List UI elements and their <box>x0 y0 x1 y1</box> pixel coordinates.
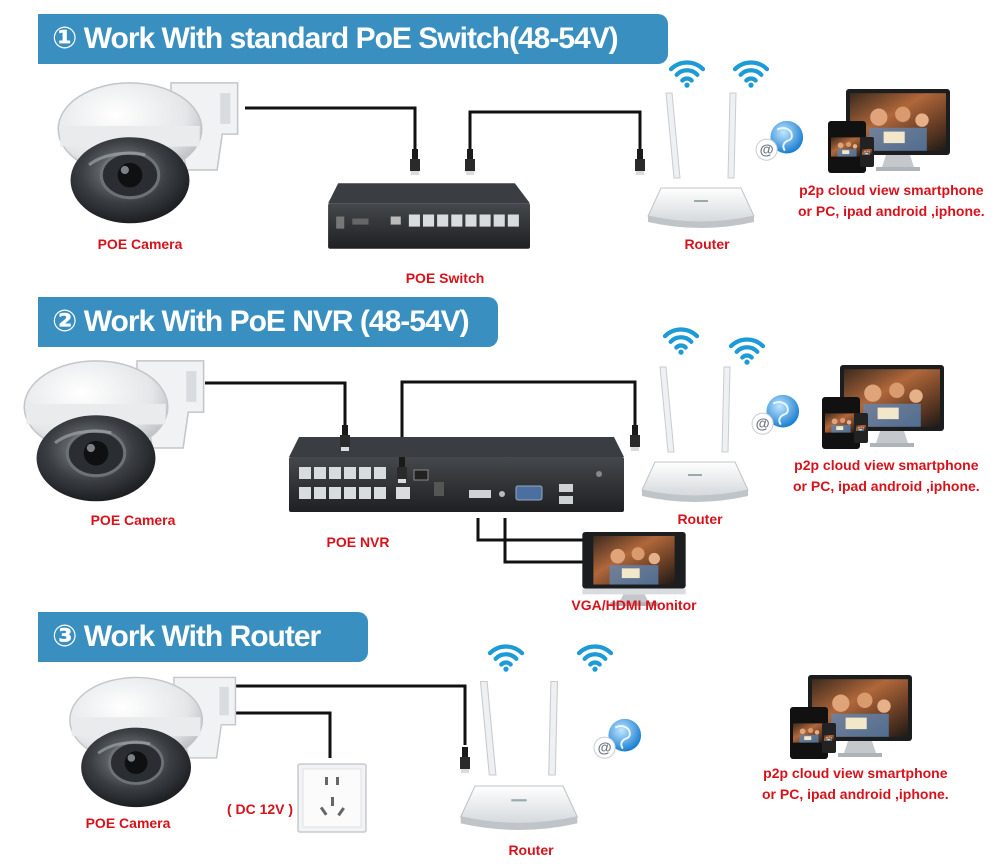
device-label: POE Switch <box>405 270 485 286</box>
section-1-title: ① Work With standard PoE Switch(48-54V) <box>38 14 668 64</box>
p2p-caption: p2p cloud view smartphone or PC, ipad an… <box>762 763 949 805</box>
router-label: Router <box>508 842 554 858</box>
power-outlet-icon <box>297 763 367 833</box>
p2p-line-2: or PC, ipad android ,iphone. <box>798 203 985 219</box>
power-label: ( DC 12V ) <box>226 801 294 817</box>
dome-camera-icon <box>14 350 219 505</box>
p2p-line-2: or PC, ipad android ,iphone. <box>793 478 980 494</box>
wifi-icon <box>728 333 766 365</box>
router-label: Router <box>684 236 730 252</box>
wifi-icon <box>487 640 525 672</box>
nvr-icon <box>284 432 624 522</box>
poe-switch-icon <box>318 178 530 254</box>
router-icon <box>457 676 581 841</box>
router-icon <box>640 362 750 512</box>
device-label: POE NVR <box>326 534 390 550</box>
p2p-caption: p2p cloud view smartphone or PC, ipad an… <box>798 180 985 222</box>
monitor-label: VGA/HDMI Monitor <box>571 597 697 613</box>
devices-icon <box>786 672 916 764</box>
camera-label: POE Camera <box>97 236 183 252</box>
wifi-icon <box>662 323 700 355</box>
router-icon <box>646 88 756 238</box>
devices-icon <box>824 86 954 178</box>
p2p-line-1: p2p cloud view smartphone <box>763 765 948 781</box>
p2p-line-1: p2p cloud view smartphone <box>794 457 979 473</box>
wifi-icon <box>576 640 614 672</box>
wifi-icon <box>732 56 770 88</box>
dome-camera-icon <box>48 72 253 227</box>
globe-icon <box>590 716 648 764</box>
rj45-connector-icon <box>634 148 646 176</box>
rj45-connector-icon <box>409 148 421 176</box>
p2p-line-1: p2p cloud view smartphone <box>799 182 984 198</box>
dome-camera-icon <box>60 668 250 810</box>
p2p-line-2: or PC, ipad android ,iphone. <box>762 786 949 802</box>
rj45-connector-icon <box>339 424 351 452</box>
globe-icon <box>748 392 806 440</box>
wifi-icon <box>668 56 706 88</box>
globe-icon <box>752 118 810 166</box>
section-3-title: ③ Work With Router <box>38 612 368 662</box>
rj45-connector-icon <box>464 148 476 176</box>
camera-label: POE Camera <box>85 815 171 831</box>
p2p-caption: p2p cloud view smartphone or PC, ipad an… <box>793 455 980 497</box>
router-label: Router <box>677 511 723 527</box>
section-2-title: ② Work With PoE NVR (48-54V) <box>38 297 498 347</box>
camera-label: POE Camera <box>90 512 176 528</box>
rj45-connector-icon <box>396 456 408 484</box>
devices-icon <box>818 362 948 454</box>
